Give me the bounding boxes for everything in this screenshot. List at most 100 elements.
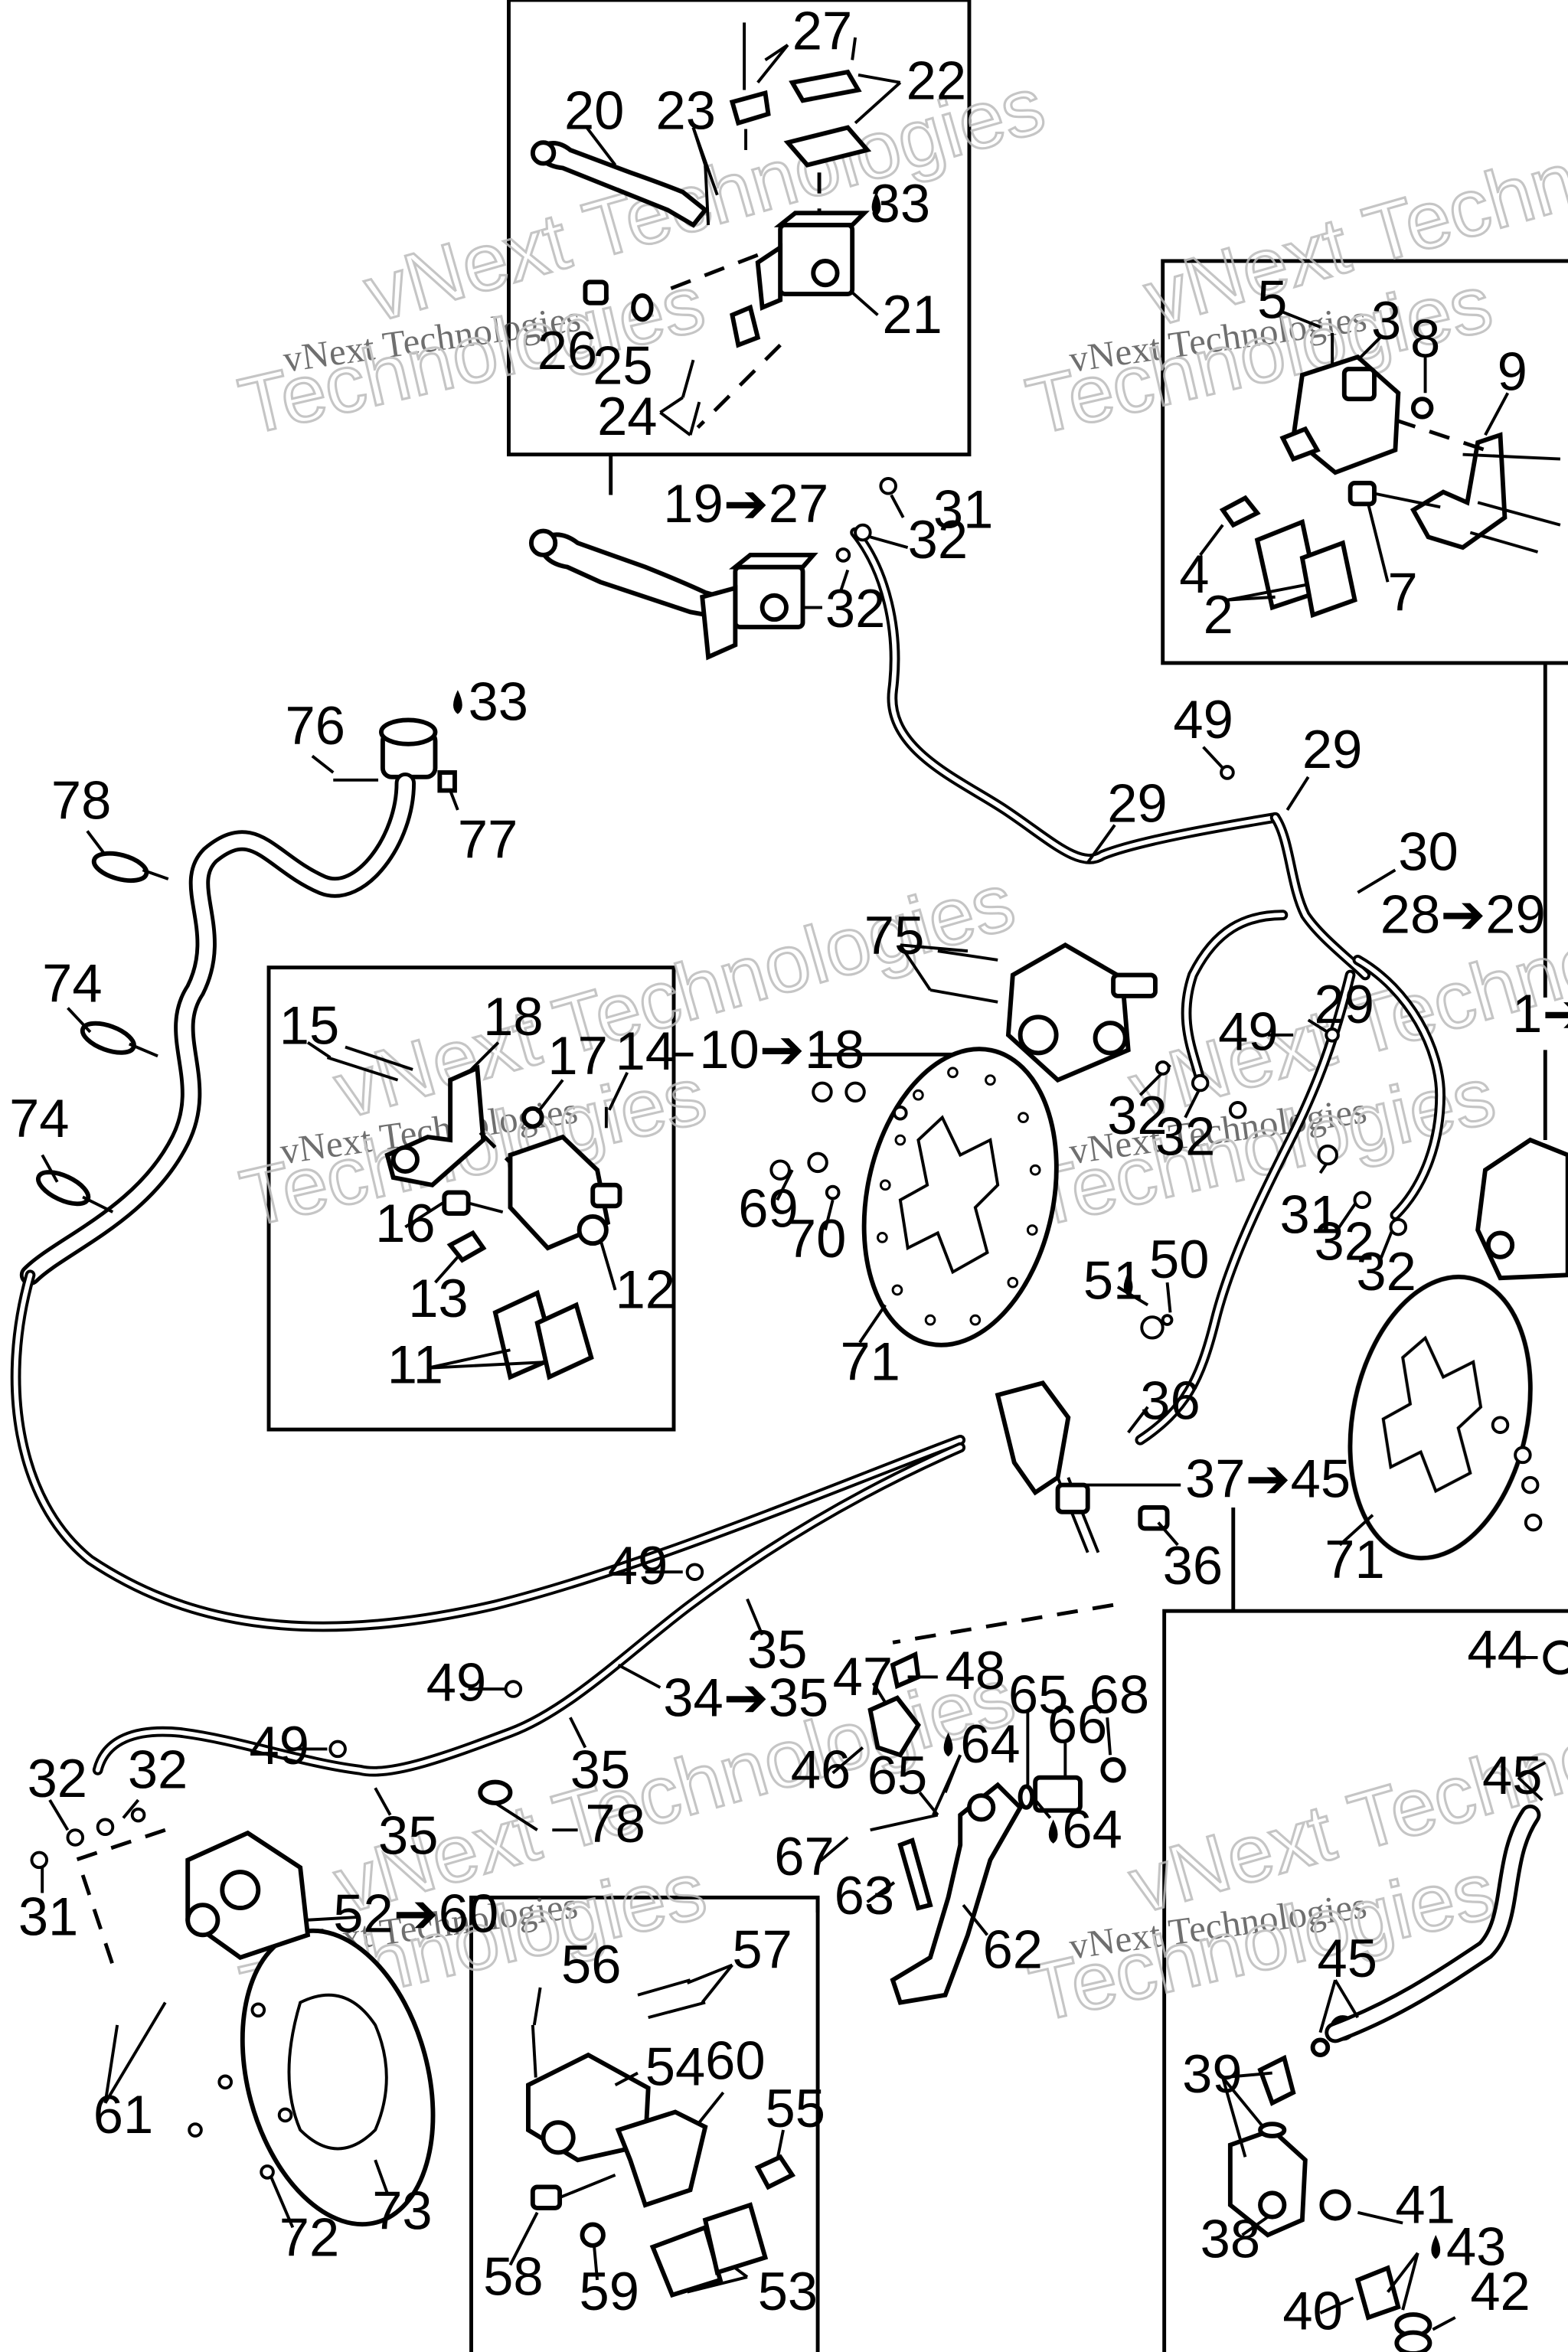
callout-23: 23: [655, 80, 715, 140]
callout-2: 2: [1204, 584, 1233, 645]
callout-15: 15: [279, 995, 339, 1056]
callout-19-27: 19➔27: [663, 473, 828, 534]
drop-icon: [1123, 1272, 1133, 1296]
callout-35-b: 35: [570, 1739, 630, 1799]
callout-29-a: 29: [1302, 719, 1362, 779]
callout-57: 57: [732, 1919, 792, 1979]
callout-54: 54: [645, 2036, 705, 2096]
callout-10-18: 10➔18: [699, 1019, 864, 1080]
callout-8: 8: [1410, 308, 1440, 368]
callout-68: 68: [1089, 1664, 1149, 1724]
callout-3: 3: [1371, 290, 1401, 351]
callout-72: 72: [279, 2207, 339, 2268]
callout-36-b: 36: [1163, 1535, 1223, 1596]
part-callouts: 20 23 27 22 33 21 26 25 24 5 3 8 9 4 2 7…: [9, 1, 1568, 2341]
callout-20: 20: [564, 80, 624, 140]
callout-77: 77: [458, 809, 518, 870]
callout-64-b: 64: [1062, 1799, 1122, 1860]
callout-69: 69: [738, 1178, 798, 1239]
callout-45-b: 45: [1317, 1928, 1377, 1988]
callout-32-f: 32: [1356, 1241, 1416, 1302]
callout-36-a: 36: [1140, 1370, 1200, 1430]
callout-78-bottom: 78: [585, 1793, 645, 1854]
callout-73: 73: [372, 2180, 432, 2240]
inset-rear-caliper-frame: [469, 1895, 820, 2352]
callout-41: 41: [1395, 2174, 1455, 2235]
front-caliper-center: [929, 942, 1158, 1083]
inset-master-cylinder-frame: [507, 0, 972, 457]
callout-53: 53: [758, 2261, 818, 2321]
callout-65-b: 65: [867, 1745, 927, 1805]
callout-76: 76: [286, 695, 345, 756]
callout-32-top-a: 32: [908, 509, 968, 570]
callout-14: 14: [616, 1021, 675, 1081]
callout-74-b: 74: [9, 1088, 69, 1148]
callout-49-c: 49: [608, 1535, 668, 1596]
callout-70: 70: [786, 1208, 846, 1269]
callout-59: 59: [580, 2261, 639, 2321]
callout-18: 18: [483, 986, 543, 1047]
callout-21: 21: [882, 284, 942, 345]
inset-pedal-master-frame: [1162, 1609, 1568, 2352]
callout-62: 62: [983, 1919, 1043, 1979]
callout-12: 12: [616, 1259, 675, 1319]
callout-56: 56: [561, 1934, 621, 1994]
callout-49-d: 49: [426, 1652, 486, 1713]
master-cylinder-assembly: [528, 528, 822, 661]
drop-icon: [453, 690, 462, 714]
rear-caliper-assembly: [74, 1828, 311, 1966]
fluid-reservoir: [333, 717, 457, 793]
callout-42: 42: [1470, 2261, 1530, 2321]
callout-35-a: 35: [747, 1619, 807, 1680]
callout-38: 38: [1200, 2209, 1260, 2269]
callout-32-d: 32: [1155, 1106, 1215, 1167]
callout-4: 4: [1179, 544, 1209, 604]
fasteners: [30, 477, 1543, 2180]
callout-49-a: 49: [1173, 689, 1233, 750]
callout-35-c: 35: [378, 1805, 438, 1866]
callout-31-rear: 31: [18, 1886, 78, 1946]
callout-49-e: 49: [250, 1715, 309, 1775]
callout-39: 39: [1182, 2043, 1242, 2104]
callout-25: 25: [593, 335, 652, 396]
callout-66: 66: [1047, 1694, 1107, 1755]
callout-33-reservoir: 33: [469, 671, 528, 731]
front-caliper-left-exploded: [326, 1045, 622, 1380]
callout-29-b: 29: [1107, 773, 1167, 834]
callout-74-a: 74: [42, 953, 102, 1014]
callout-44: 44: [1467, 1619, 1527, 1680]
callout-5: 5: [1257, 269, 1287, 329]
callout-60: 60: [705, 2030, 765, 2090]
brake-lines: [10, 527, 1541, 2043]
callout-55: 55: [766, 2078, 825, 2138]
callout-31-top: 31: [933, 479, 993, 540]
rear-caliper-exploded: [526, 1978, 796, 2298]
callout-63: 63: [835, 1865, 894, 1926]
callout-58: 58: [483, 2246, 543, 2307]
callout-13: 13: [408, 1268, 468, 1328]
callout-50: 50: [1149, 1229, 1209, 1289]
drop-icon: [943, 1732, 953, 1757]
callout-67: 67: [774, 1826, 834, 1886]
callout-45-a: 45: [1482, 1745, 1542, 1805]
callout-32-g: 32: [28, 1748, 87, 1808]
callout-46: 46: [791, 1739, 851, 1799]
drop-icon: [1048, 1819, 1058, 1844]
callout-11: 11: [387, 1334, 443, 1394]
callout-78-top: 78: [51, 770, 111, 831]
callout-49-b: 49: [1218, 1001, 1278, 1061]
callout-16: 16: [375, 1193, 435, 1253]
callout-43: 43: [1446, 2216, 1506, 2276]
callout-30: 30: [1398, 821, 1458, 881]
callout-1-9: 1➔9: [1512, 983, 1568, 1044]
callout-48: 48: [946, 1640, 1005, 1700]
drop-icon: [871, 191, 881, 217]
callout-71-right: 71: [1325, 1529, 1384, 1589]
callout-37-45: 37➔45: [1185, 1448, 1351, 1508]
callout-52-60: 52➔60: [333, 1883, 498, 1943]
callout-61: 61: [93, 2084, 153, 2145]
callout-29-c: 29: [1315, 974, 1374, 1034]
callout-71-center: 71: [840, 1331, 900, 1391]
inset-front-caliper-right-frame: [1161, 259, 1568, 665]
